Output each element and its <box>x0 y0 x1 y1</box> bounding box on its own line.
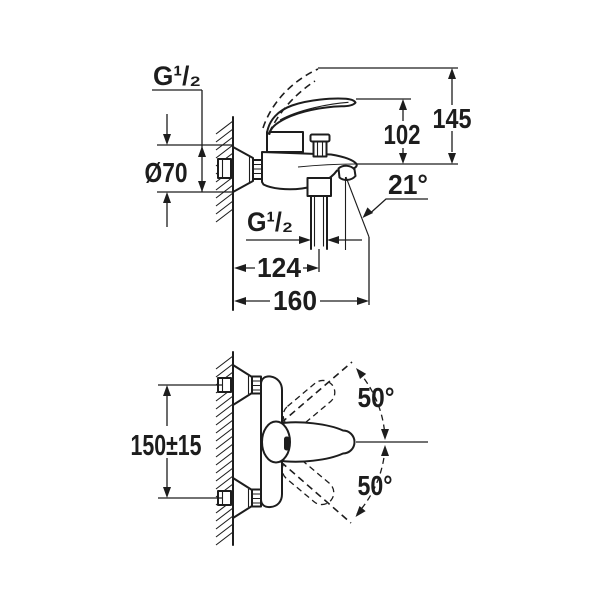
dim-spout-angle: 21° <box>362 169 428 218</box>
escutcheon <box>232 146 254 193</box>
side-view: G¹/₂ Ø70 145 102 21° <box>145 61 472 316</box>
dim-swing-upper-label: 50° <box>358 382 395 413</box>
swing-limit-lines <box>280 361 353 524</box>
dim-overall-height: 145 <box>433 68 472 164</box>
dim-wall-to-outlet-label: 124 <box>257 252 301 283</box>
faucet-body <box>261 151 358 191</box>
shower-outlet-pipe <box>306 177 332 272</box>
dim-inlet-thread-label: G¹/₂ <box>153 61 201 91</box>
dim-outlet-thread: G¹/₂ <box>246 207 362 244</box>
water-stream-line <box>345 176 370 238</box>
union-nut <box>217 158 232 179</box>
wall <box>215 116 234 311</box>
lever-dome <box>261 420 291 464</box>
dim-wall-to-spout: 160 <box>234 285 369 316</box>
cartridge-base <box>266 131 304 153</box>
swing-arc-lower <box>355 445 389 517</box>
dim-flange-diameter: Ø70 <box>145 114 232 227</box>
lever-swing-upper-dashed <box>282 379 336 429</box>
dim-swing-lower-label: 50° <box>358 470 393 501</box>
dim-inlet-thread: G¹/₂ <box>152 61 206 192</box>
dim-mounting-height-label: 150±15 <box>131 430 202 462</box>
dim-outlet-thread-label: G¹/₂ <box>247 207 293 237</box>
s-union <box>217 146 263 193</box>
lever-top-view <box>275 421 356 463</box>
lower-s-union <box>217 477 262 519</box>
dim-mounting-height: 150±15 <box>131 384 222 499</box>
front-view: 50° 50° 150±15 <box>131 351 428 546</box>
diverter-knob <box>309 133 331 158</box>
lever-handle <box>266 97 357 135</box>
dim-flange-diameter-label: Ø70 <box>145 157 188 188</box>
dim-spout-to-lever-label: 102 <box>384 119 421 150</box>
lever-dome-mark <box>284 436 290 451</box>
dim-spout-to-lever-height: 102 <box>384 99 421 164</box>
lever-raised-dashed <box>262 68 319 134</box>
dim-spout-angle-label: 21° <box>388 169 428 200</box>
swing-arc-upper <box>356 368 389 440</box>
dim-wall-to-outlet: 124 <box>234 252 319 283</box>
spout-angle-construction <box>344 176 370 305</box>
dim-wall-to-spout-label: 160 <box>273 285 317 316</box>
spout-aerator <box>337 164 357 181</box>
dim-overall-height-label: 145 <box>433 103 472 134</box>
spout-contour <box>297 163 357 168</box>
lever-swing-lower-dashed <box>281 456 335 506</box>
